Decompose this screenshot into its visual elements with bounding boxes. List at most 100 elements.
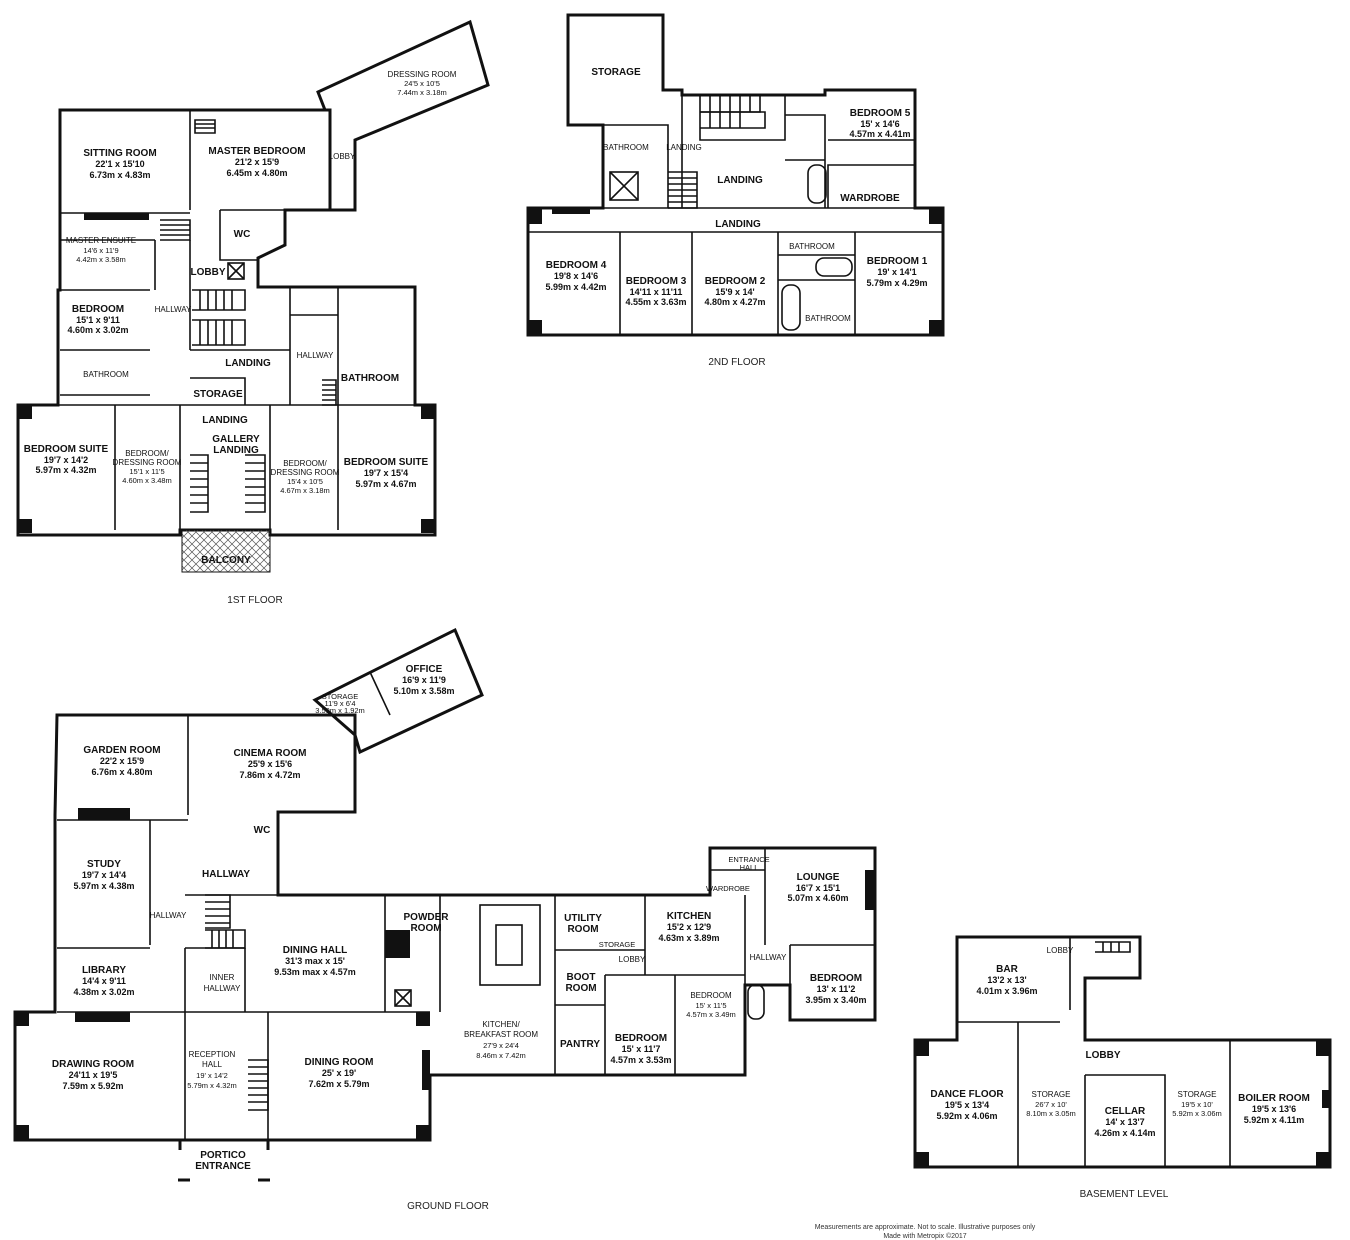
room-storage-small: STORAGE: [599, 940, 636, 949]
room-label-line: 5.97m x 4.67m: [355, 479, 416, 489]
room-label-line: 4.57m x 4.41m: [849, 129, 910, 139]
room-storage-g: STORAGE: [322, 692, 359, 701]
credit-text: Made with Metropix ©2017: [883, 1232, 966, 1240]
room-label-line: 4.55m x 3.63m: [625, 297, 686, 307]
room-dining-room: DINING ROOM: [305, 1057, 374, 1068]
room-bedroom1: BEDROOM 1: [867, 256, 928, 267]
room-portico: PORTICO: [200, 1150, 246, 1161]
disclaimer-text: Measurements are approximate. Not to sca…: [815, 1224, 1036, 1231]
room-lobby-top-b: LOBBY: [1047, 946, 1074, 955]
room-bar: BAR: [996, 964, 1018, 975]
room-bedroom-b: BEDROOM: [690, 991, 732, 1000]
room-wc-g: WC: [254, 825, 271, 836]
second-floor-label: 2ND FLOOR: [708, 357, 765, 368]
room-hallway-b: HALLWAY: [150, 911, 187, 920]
room-bedroom-c: BEDROOM: [615, 1033, 667, 1044]
room-label-line: 19'5 x 13'6: [1252, 1104, 1296, 1114]
room-bathroom-a: BATHROOM: [603, 143, 649, 152]
room-wardrobe-g: WARDROBE: [706, 884, 750, 893]
room-label-line: 4.57m x 3.49m: [686, 1010, 736, 1019]
room-label-line: 5.92m x 4.11m: [1244, 1115, 1305, 1125]
room-bedroom4: BEDROOM 4: [546, 260, 607, 271]
room-label-line: 19' x 14'2: [196, 1071, 228, 1080]
room-storage-a: STORAGE: [1032, 1090, 1071, 1099]
room-lounge: LOUNGE: [797, 872, 840, 883]
room-label-line: HALL: [740, 863, 759, 872]
room-label-line: 15'4 x 10'5: [287, 477, 323, 486]
room-label-line: 5.07m x 4.60m: [787, 893, 848, 903]
room-reception: RECEPTION: [189, 1050, 236, 1059]
room-label-line: 5.79m x 4.32m: [187, 1081, 237, 1090]
room-wardrobe-2: WARDROBE: [840, 193, 900, 204]
room-label-line: 15'1 x 11'5: [129, 467, 164, 476]
room-label-line: 19'5 x 13'4: [945, 1100, 989, 1110]
room-label-line: 5.99m x 4.42m: [545, 282, 606, 292]
room-label-line: 14'11 x 11'11: [630, 287, 683, 297]
room-entrance-hall: ENTRANCE: [728, 855, 769, 864]
room-label-line: 4.60m x 3.02m: [67, 325, 128, 335]
room-label-line: 7.86m x 4.72m: [239, 770, 300, 780]
room-bedroom2: BEDROOM 2: [705, 276, 766, 287]
room-label-line: 4.63m x 3.89m: [658, 933, 719, 943]
room-label-line: 15'2 x 12'9: [667, 922, 711, 932]
room-label-line: 5.92m x 3.06m: [1172, 1109, 1222, 1118]
room-landing: LANDING: [202, 415, 248, 426]
room-label-line: 19'7 x 14'4: [82, 870, 126, 880]
room-landing-mid-2: LANDING: [717, 175, 763, 186]
room-label-line: 7.44m x 3.18m: [397, 88, 447, 97]
room-label-line: 4.67m x 3.18m: [280, 486, 330, 495]
first-floor-plan: [16, 19, 490, 573]
room-bathroom-c: BATHROOM: [805, 314, 851, 323]
room-hallway-r: HALLWAY: [297, 351, 334, 360]
room-label-line: 19'5 x 10': [1181, 1100, 1213, 1109]
room-garden: GARDEN ROOM: [83, 745, 160, 756]
room-master: MASTER BEDROOM: [208, 146, 305, 157]
room-label-line: 4.57m x 3.53m: [610, 1055, 671, 1065]
room-library: LIBRARY: [82, 965, 126, 976]
room-landing-mid: LANDING: [225, 358, 271, 369]
room-bedroom3: BEDROOM 3: [626, 276, 687, 287]
room-label-line: ROOM: [565, 983, 596, 994]
room-label-line: 27'9 x 24'4: [483, 1041, 519, 1050]
room-label-line: 24'11 x 19'5: [69, 1070, 118, 1080]
room-label-line: 16'9 x 11'9: [402, 675, 446, 685]
room-hallway-c: HALLWAY: [750, 953, 787, 962]
room-ensuite: MASTER ENSUITE: [66, 236, 136, 245]
room-kb: KITCHEN/: [482, 1020, 520, 1029]
room-bedroom-a: BEDROOM: [810, 973, 862, 984]
room-lobby-top: LOBBY: [329, 152, 356, 161]
room-label-line: ROOM: [567, 924, 598, 935]
room-kitchen: KITCHEN: [667, 911, 711, 922]
room-storage: STORAGE: [193, 389, 243, 400]
room-office: OFFICE: [406, 664, 443, 675]
room-dressing: DRESSING ROOM: [388, 70, 457, 79]
room-label-line: 24'5 x 10'5: [404, 79, 440, 88]
basement-plan: [913, 935, 1332, 1169]
room-balcony: BALCONY: [201, 555, 251, 566]
room-label-line: 8.10m x 3.05m: [1026, 1109, 1076, 1118]
room-label-line: 6.76m x 4.80m: [91, 767, 152, 777]
room-label-line: 4.26m x 4.14m: [1094, 1128, 1155, 1138]
room-label-line: 3.95m x 3.40m: [805, 995, 866, 1005]
room-label-line: BREAKFAST ROOM: [464, 1030, 538, 1039]
room-label-line: 19'7 x 15'4: [364, 468, 408, 478]
room-label-line: 5.97m x 4.32m: [35, 465, 96, 475]
room-label-line: 16'7 x 15'1: [796, 883, 840, 893]
room-lobby-b: LOBBY: [1086, 1050, 1121, 1061]
room-dining-hall: DINING HALL: [283, 945, 347, 956]
first-floor-labels: DRESSING ROOM 24'5 x 10'5 7.44m x 3.18m …: [24, 70, 457, 606]
room-label-line: 4.01m x 3.96m: [976, 986, 1037, 996]
room-label-line: 7.62m x 5.79m: [308, 1079, 369, 1089]
room-drawing: DRAWING ROOM: [52, 1059, 134, 1070]
room-label-line: 21'2 x 15'9: [235, 157, 279, 167]
room-label-line: 13' x 11'2: [817, 984, 856, 994]
room-dance: DANCE FLOOR: [930, 1089, 1004, 1100]
basement-labels: BAR 13'2 x 13' 4.01m x 3.96m LOBBY LOBBY…: [930, 946, 1310, 1200]
room-label-line: 5.79m x 4.29m: [866, 278, 927, 288]
room-label-line: 26'7 x 10': [1035, 1100, 1067, 1109]
room-sitting: SITTING ROOM: [83, 148, 156, 159]
room-bedroom: BEDROOM: [72, 304, 124, 315]
first-floor-label: 1ST FLOOR: [227, 595, 282, 606]
room-label-line: 4.38m x 3.02m: [73, 987, 134, 997]
